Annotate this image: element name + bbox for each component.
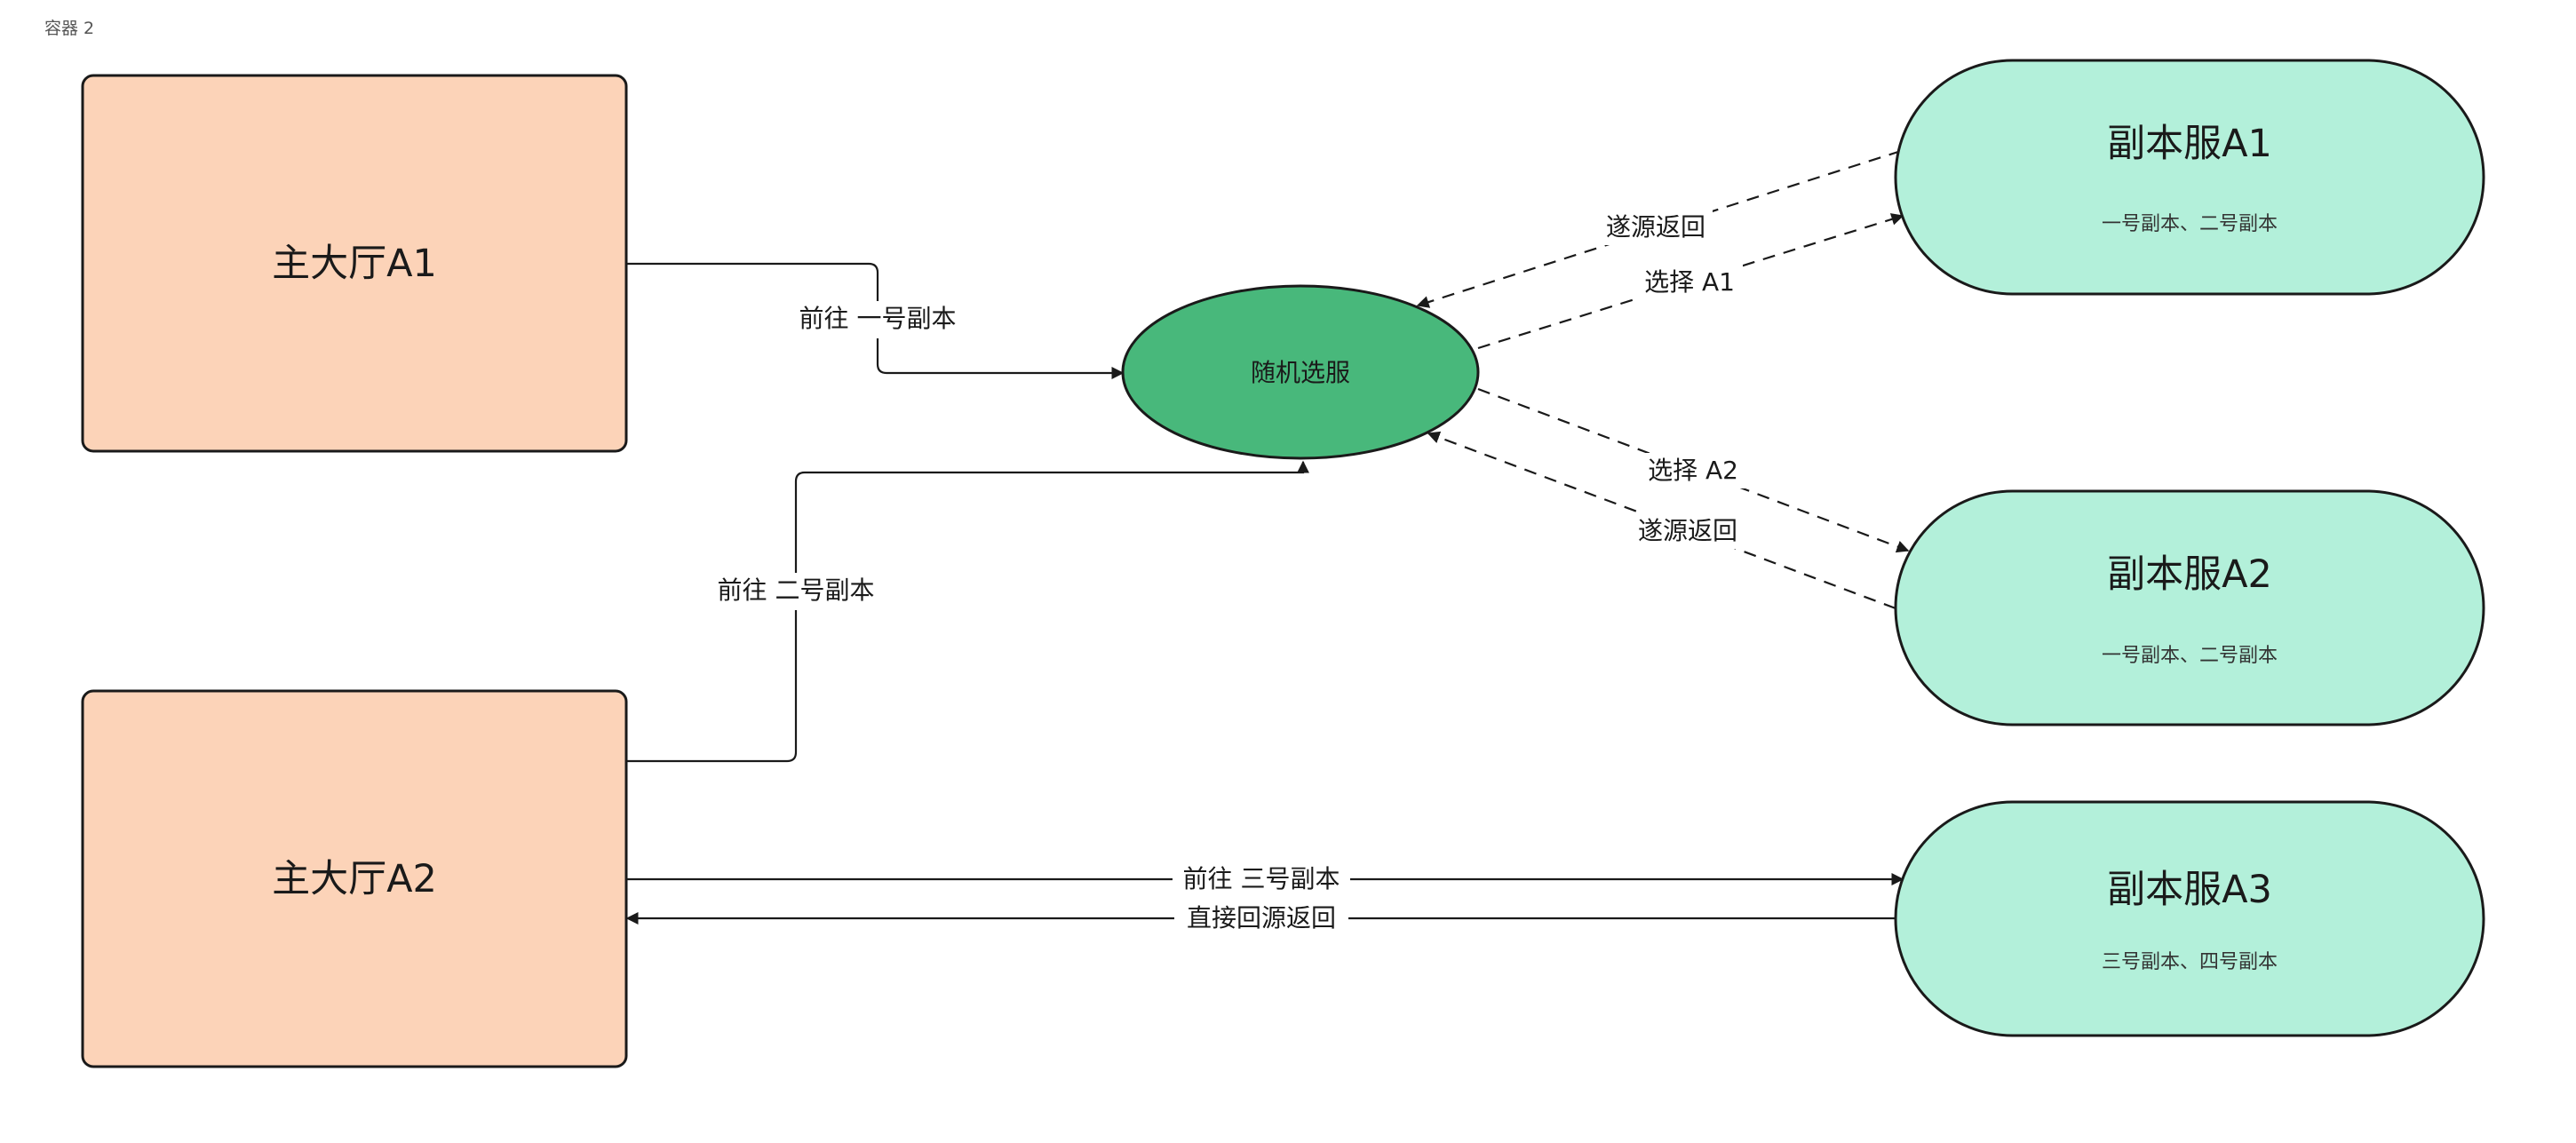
server-a1-subtitle: 一号副本、二号副本 bbox=[2102, 213, 2278, 235]
server-a3-shape bbox=[1894, 800, 2485, 1037]
edge-label-bg bbox=[1636, 265, 1743, 300]
edge-label-a2-return: 遂源返回 bbox=[1638, 516, 1737, 545]
server-a2-shape bbox=[1894, 489, 2485, 726]
edge-label-a1-return: 遂源返回 bbox=[1606, 212, 1705, 242]
edge-label-bg bbox=[1174, 901, 1348, 936]
edge-label-bg bbox=[1173, 861, 1350, 897]
container-label: 容器 2 bbox=[44, 19, 94, 38]
server-a1-shape bbox=[1894, 59, 2485, 296]
hall-a2-title: 主大厅A2 bbox=[272, 857, 437, 901]
edge-label-hall-a1-to-selector: 前往 一号副本 bbox=[799, 304, 957, 333]
server-a2-title: 副本服A2 bbox=[2107, 552, 2272, 597]
hall-a1-shape bbox=[81, 74, 628, 453]
node-server-a1[interactable]: 副本服A1 一号副本、二号副本 bbox=[1894, 59, 2485, 296]
edge-label-select-a1: 选择 A1 bbox=[1644, 267, 1735, 297]
node-hall-a2[interactable]: 主大厅A2 bbox=[81, 689, 628, 1068]
node-hall-a1[interactable]: 主大厅A1 bbox=[81, 74, 628, 453]
server-a3-title: 副本服A3 bbox=[2107, 868, 2272, 912]
node-selector[interactable]: 随机选服 bbox=[1121, 284, 1480, 460]
selector-shape bbox=[1121, 284, 1480, 460]
edge-hall-a2-to-selector[interactable] bbox=[627, 460, 1309, 763]
hall-a1-title: 主大厅A1 bbox=[272, 242, 437, 286]
edge-label-bg bbox=[1631, 513, 1745, 549]
node-server-a3[interactable]: 副本服A3 三号副本、四号副本 bbox=[1894, 800, 2485, 1037]
node-server-a2[interactable]: 副本服A2 一号副本、二号副本 bbox=[1894, 489, 2485, 726]
server-a2-subtitle: 一号副本、二号副本 bbox=[2102, 645, 2278, 667]
edge-label-hall-a2-to-selector: 前往 二号副本 bbox=[718, 575, 875, 605]
edge-a2-return[interactable] bbox=[1427, 431, 1896, 610]
edge-label-a3-return: 直接回源返回 bbox=[1187, 903, 1336, 933]
edge-label-bg bbox=[1640, 453, 1746, 488]
server-a1-title: 副本服A1 bbox=[2107, 122, 2272, 166]
server-a3-subtitle: 三号副本、四号副本 bbox=[2102, 951, 2278, 973]
edge-label-hall-a2-to-a3: 前往 三号副本 bbox=[1183, 864, 1340, 893]
edge-label-select-a2: 选择 A2 bbox=[1648, 456, 1738, 485]
edge-label-bg bbox=[1599, 210, 1713, 245]
edge-label-bg bbox=[705, 573, 886, 610]
selector-title: 随机选服 bbox=[1251, 358, 1350, 387]
hall-a2-shape bbox=[81, 689, 628, 1068]
edge-label-bg bbox=[787, 301, 968, 338]
